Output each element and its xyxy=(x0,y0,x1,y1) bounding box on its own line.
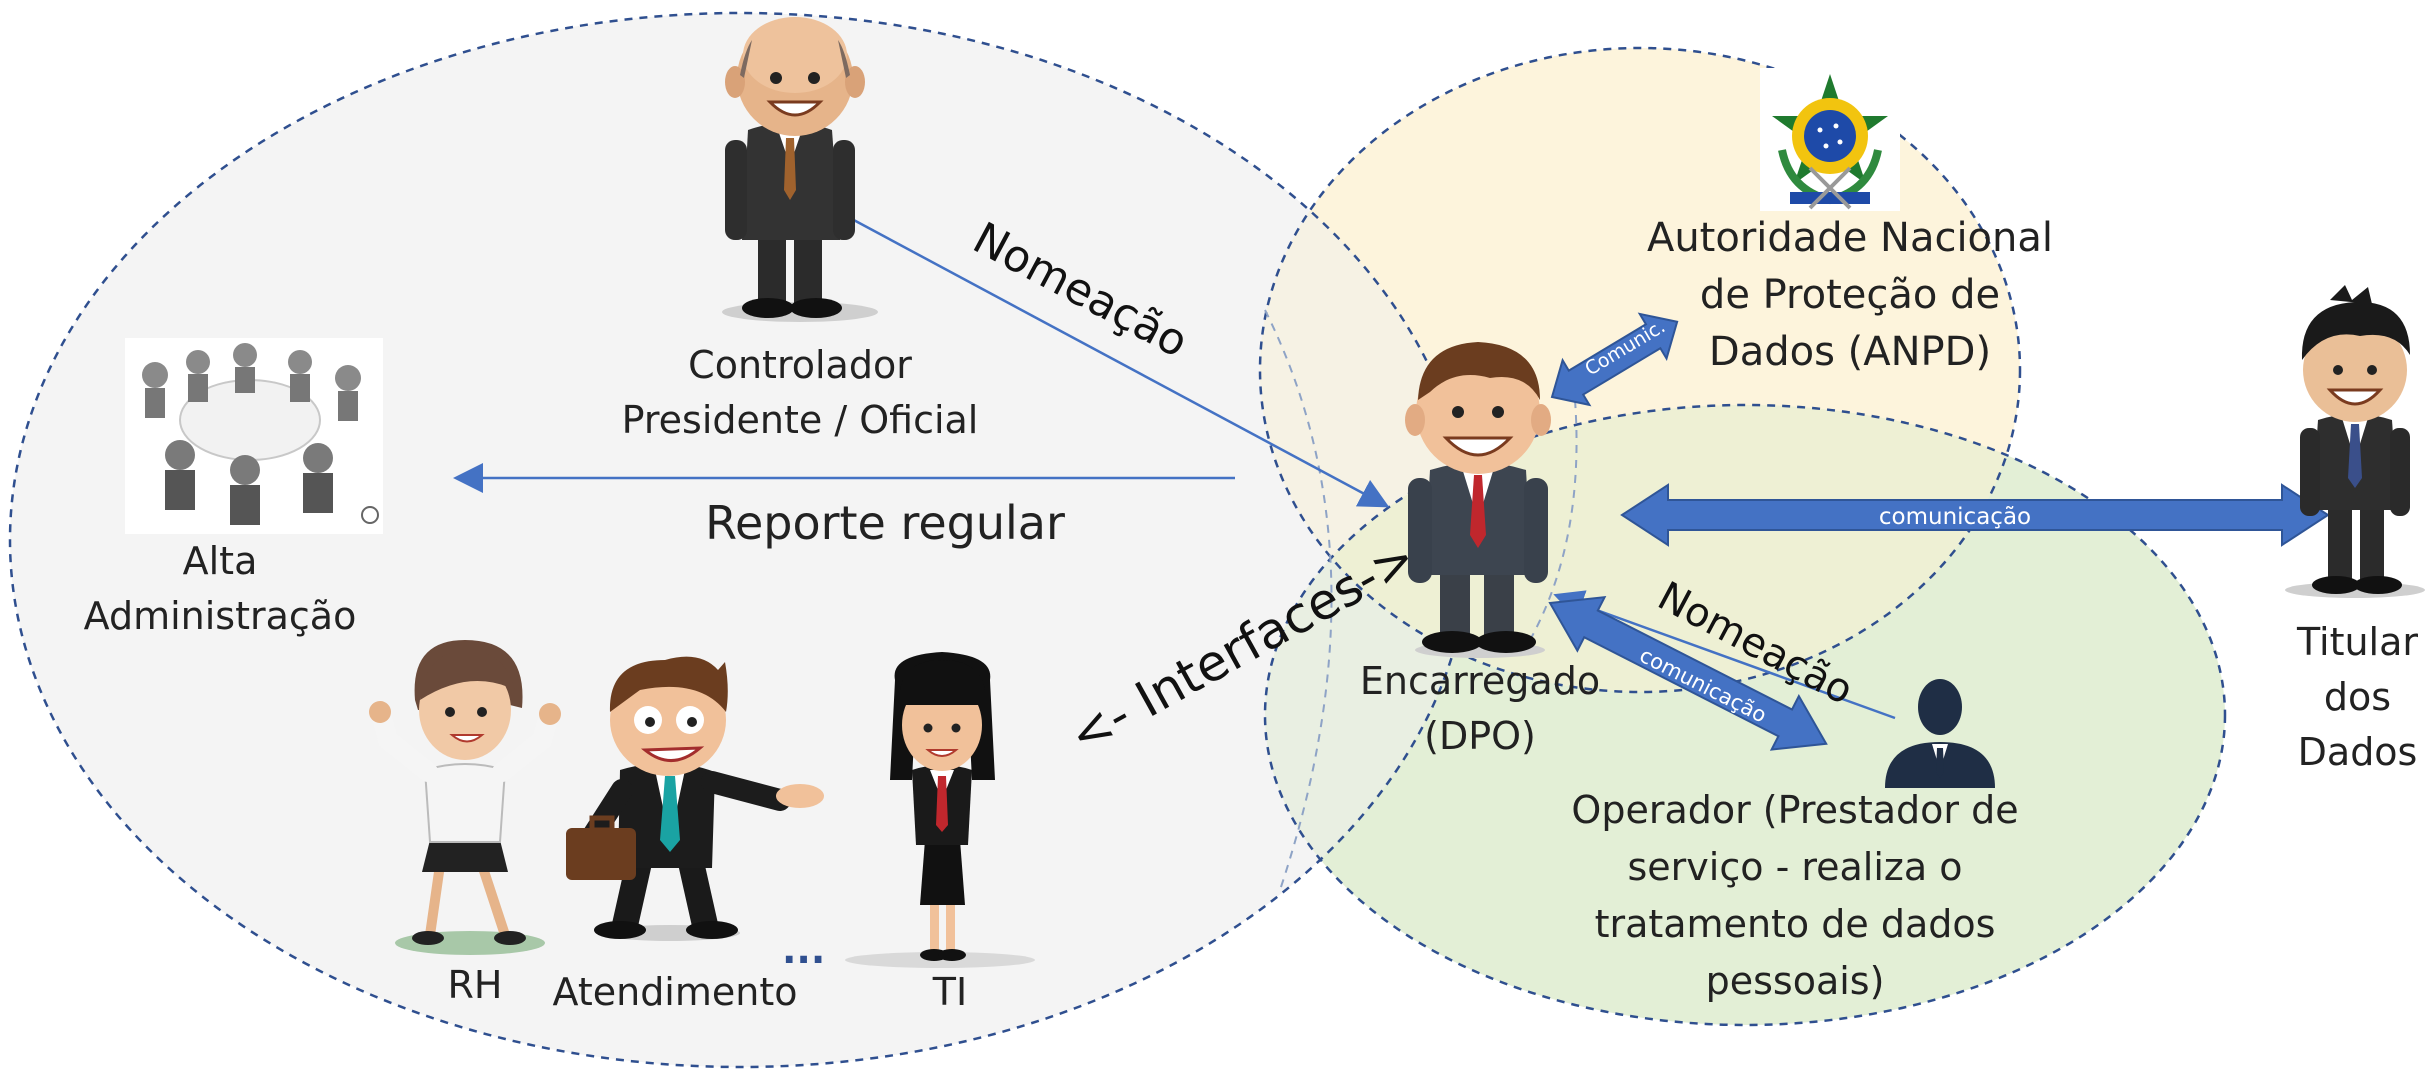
rh-label: RH xyxy=(447,963,503,1007)
anpd-line-3: Dados (ANPD) xyxy=(1708,328,1992,375)
anpd-label: Autoridade Nacional de Proteção de Dados… xyxy=(1640,210,2060,380)
rh-figure-icon xyxy=(369,640,561,955)
alta-line-1: Alta xyxy=(182,539,258,583)
comunicacao-operador-arrow xyxy=(1548,595,1828,751)
operador-label: Operador (Prestador de serviço - realiza… xyxy=(1540,782,2050,1010)
operador-line-1: Operador (Prestador de xyxy=(1571,788,2019,832)
controller-line-1: Controlador xyxy=(688,343,912,387)
comunicacao-titular-label: comunicação xyxy=(1879,504,2031,530)
alta-line-2: Administração xyxy=(83,594,357,639)
nomeacao-operador-arrow xyxy=(1553,590,1896,720)
titular-label: Titular dos Dados xyxy=(2285,615,2430,780)
person-silhouette-icon xyxy=(1885,679,1995,788)
controller-figure-icon xyxy=(722,17,878,322)
alta-administracao-label: Alta Administração xyxy=(60,534,380,644)
controller-label: Controlador Presidente / Oficial xyxy=(560,338,1040,448)
controller-line-2: Presidente / Oficial xyxy=(621,398,979,443)
operador-line-3: tratamento de dados xyxy=(1594,902,1996,946)
encarregado-line-1: Encarregado xyxy=(1359,659,1601,703)
titular-line-1: Titular xyxy=(2296,620,2419,664)
titular-figure-icon xyxy=(2285,285,2425,598)
atendimento-figure-icon xyxy=(566,656,824,941)
ellipsis-label: ... xyxy=(782,928,825,972)
operador-line-4: pessoais) xyxy=(1705,959,1885,1003)
encarregado-label: Encarregado (DPO) xyxy=(1345,654,1615,764)
dpo-figure-icon xyxy=(1405,342,1551,658)
ti-figure-icon xyxy=(845,652,1035,968)
anpd-line-2: de Proteção de xyxy=(1699,271,2001,318)
titular-line-3: Dados xyxy=(2297,730,2418,775)
anpd-line-1: Autoridade Nacional xyxy=(1646,215,2054,261)
nomeacao-arrow xyxy=(849,216,1390,508)
ti-label: TI xyxy=(932,970,968,1014)
titular-line-2: dos xyxy=(2323,675,2392,720)
atendimento-label: Atendimento xyxy=(552,970,798,1014)
operador-line-2: serviço - realiza o xyxy=(1627,845,1963,889)
encarregado-line-2: (DPO) xyxy=(1424,714,1536,759)
people-meeting-icon xyxy=(125,338,383,534)
reporte-label: Reporte regular xyxy=(705,496,1065,550)
comunic-anpd-arrow xyxy=(1550,312,1679,407)
organization-ellipse xyxy=(10,13,1470,1067)
brazil-coat-of-arms-icon xyxy=(1760,68,1900,211)
